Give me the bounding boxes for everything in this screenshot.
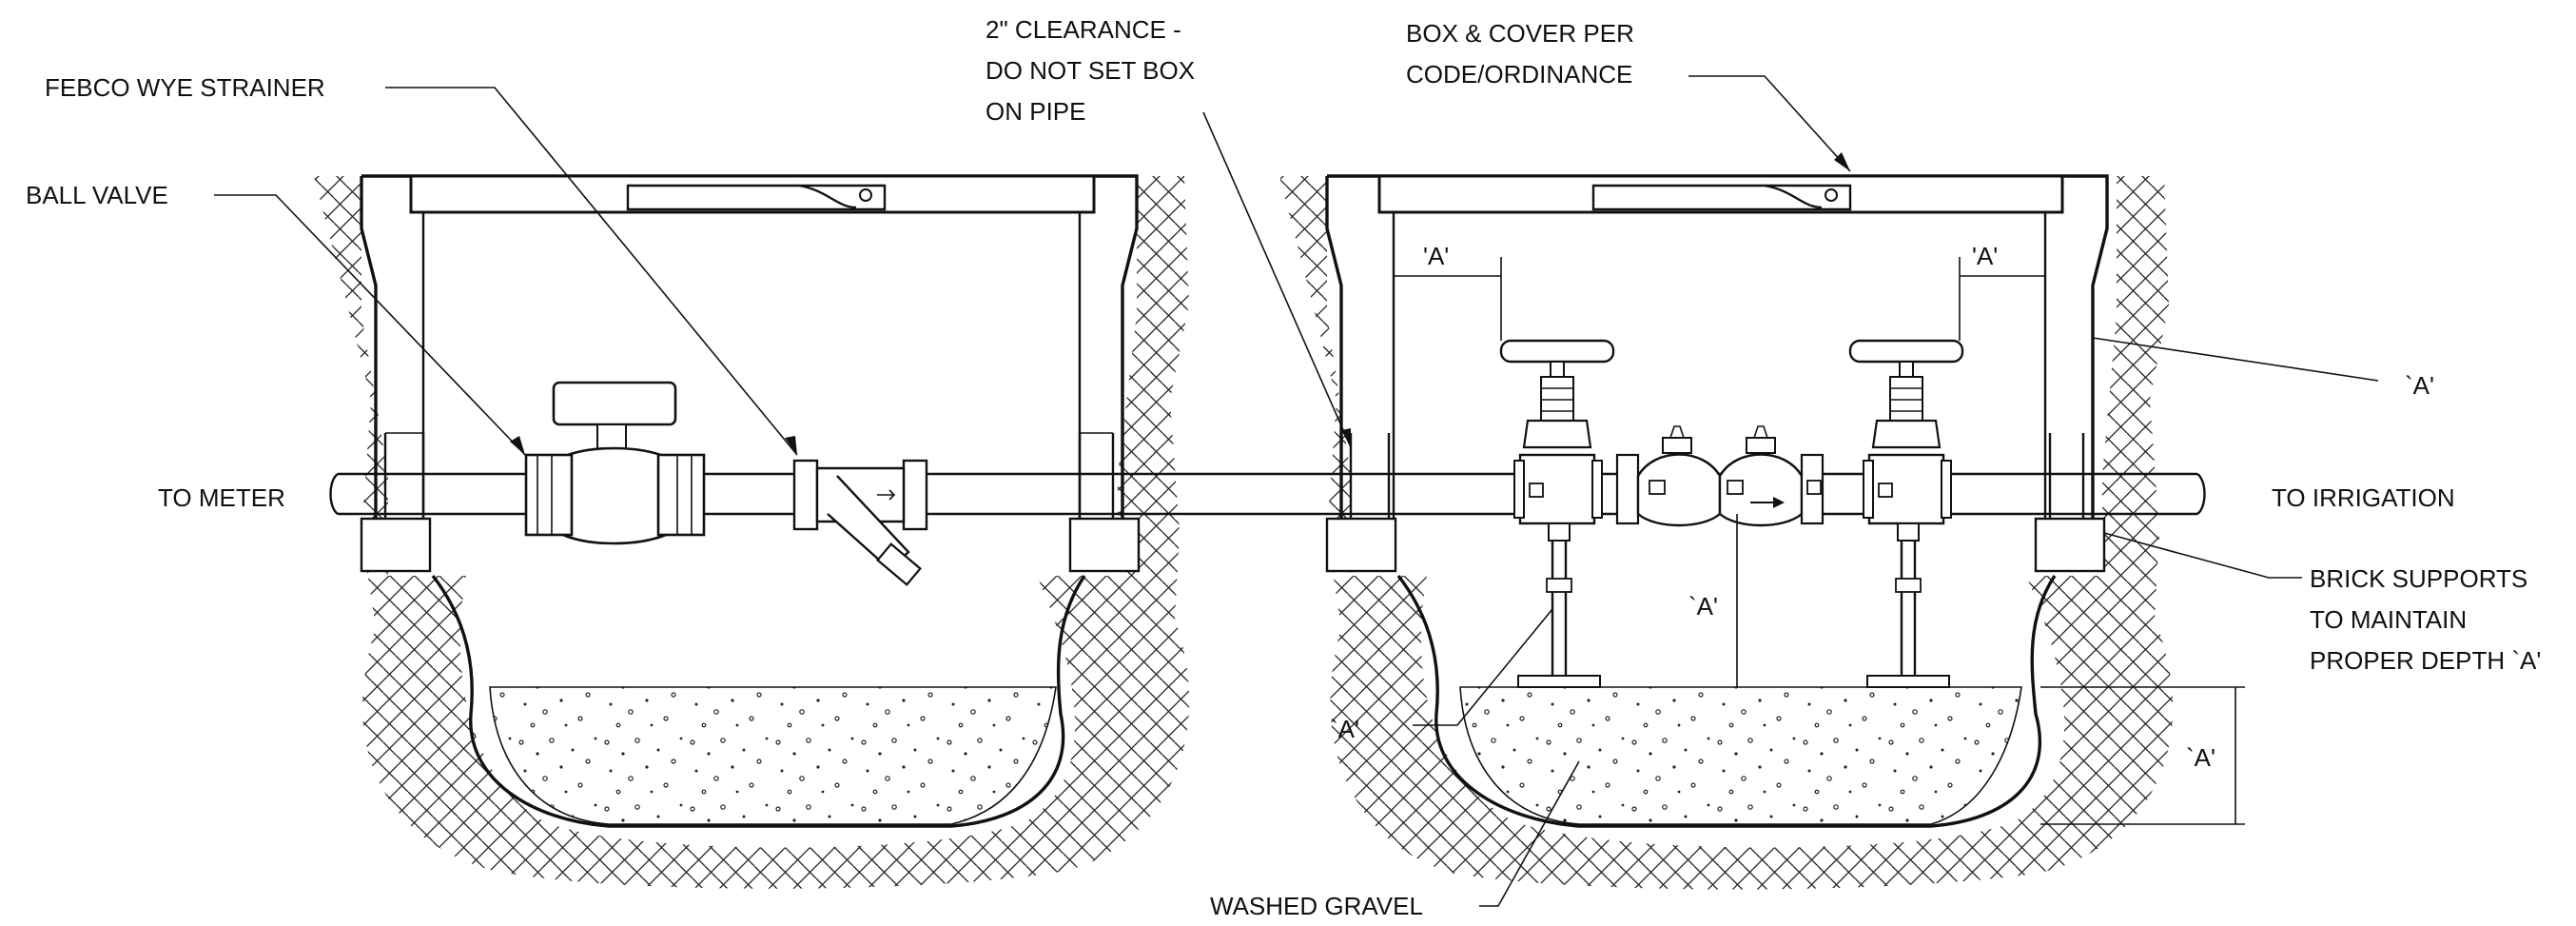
right-box-lid xyxy=(1377,174,2064,214)
left-brick-support-2 xyxy=(1068,517,1141,573)
label-box-cover-line-2: CODE/ORDINANCE xyxy=(1406,60,1632,89)
leader-brick-supports xyxy=(2103,532,2302,579)
dim-a-top-left: 'A' xyxy=(1423,242,1449,270)
leader-washed-gravel xyxy=(1479,760,1580,907)
label-clearance-line-3: ON PIPE xyxy=(986,97,1085,126)
leader-lines xyxy=(214,75,2379,907)
right-sump-curve xyxy=(1396,574,2057,828)
left-sump-curve xyxy=(431,574,1086,828)
left-valve-box-assembly xyxy=(314,174,1190,889)
right-valve-box-assembly xyxy=(1279,174,2174,890)
dim-a-mid: `A' xyxy=(1688,592,1718,621)
right-brick-support-2 xyxy=(2034,517,2106,573)
label-clearance-line-2: DO NOT SET BOX xyxy=(986,56,1195,85)
dim-a-right: `A' xyxy=(2405,371,2434,400)
wye-strainer xyxy=(792,459,928,586)
leader-clearance xyxy=(1202,111,1352,448)
label-clearance-line-1: 2" CLEARANCE - xyxy=(986,15,1181,44)
label-ball-valve: BALL VALVE xyxy=(26,181,168,209)
backflow-preventer-assembly xyxy=(1499,339,1964,688)
leader-box-cover xyxy=(1688,75,1851,172)
left-washed-gravel xyxy=(489,686,1057,825)
label-to-meter: TO METER xyxy=(158,483,285,512)
right-soil-hatch xyxy=(1279,176,2174,890)
right-brick-support-1 xyxy=(1325,517,1397,573)
dim-a-top-right: 'A' xyxy=(1972,242,1998,270)
check-valve-body xyxy=(1615,425,1825,527)
pipe-stand-right xyxy=(1866,541,1950,688)
ball-valve xyxy=(524,381,706,545)
label-brick-supports-line-1: BRICK SUPPORTS xyxy=(2310,564,2527,593)
dimension-text: 'A' 'A' `A' `A' `A' `A' xyxy=(1330,242,2434,772)
leader-ball-valve xyxy=(214,194,526,456)
right-shutoff-valve xyxy=(1848,339,1964,542)
label-brick-supports-line-3: PROPER DEPTH `A' xyxy=(2310,646,2541,675)
leader-wye-strainer xyxy=(385,87,798,456)
label-box-cover-line-1: BOX & COVER PER xyxy=(1406,19,1634,48)
label-washed-gravel: WASHED GRAVEL xyxy=(1210,892,1423,920)
pipe-stand-left xyxy=(1517,541,1601,688)
dimension-lines xyxy=(1395,257,2245,825)
left-brick-support-1 xyxy=(360,517,432,573)
dim-a-gravel-right: `A' xyxy=(2186,743,2215,772)
leader-a-right xyxy=(2092,337,2379,382)
left-box-lid xyxy=(409,174,1096,214)
label-brick-supports-line-2: TO MAINTAIN xyxy=(2310,605,2467,634)
label-febco-wye-strainer: FEBCO WYE STRAINER xyxy=(45,73,325,102)
dim-a-gravel-left: `A' xyxy=(1330,715,1359,743)
right-washed-gravel xyxy=(1459,686,2022,825)
callout-labels: FEBCO WYE STRAINER BALL VALVE 2" CLEARAN… xyxy=(26,15,2541,920)
left-shutoff-valve xyxy=(1499,339,1615,542)
left-soil-hatch xyxy=(314,176,1190,889)
label-to-irrigation: TO IRRIGATION xyxy=(2272,483,2455,512)
